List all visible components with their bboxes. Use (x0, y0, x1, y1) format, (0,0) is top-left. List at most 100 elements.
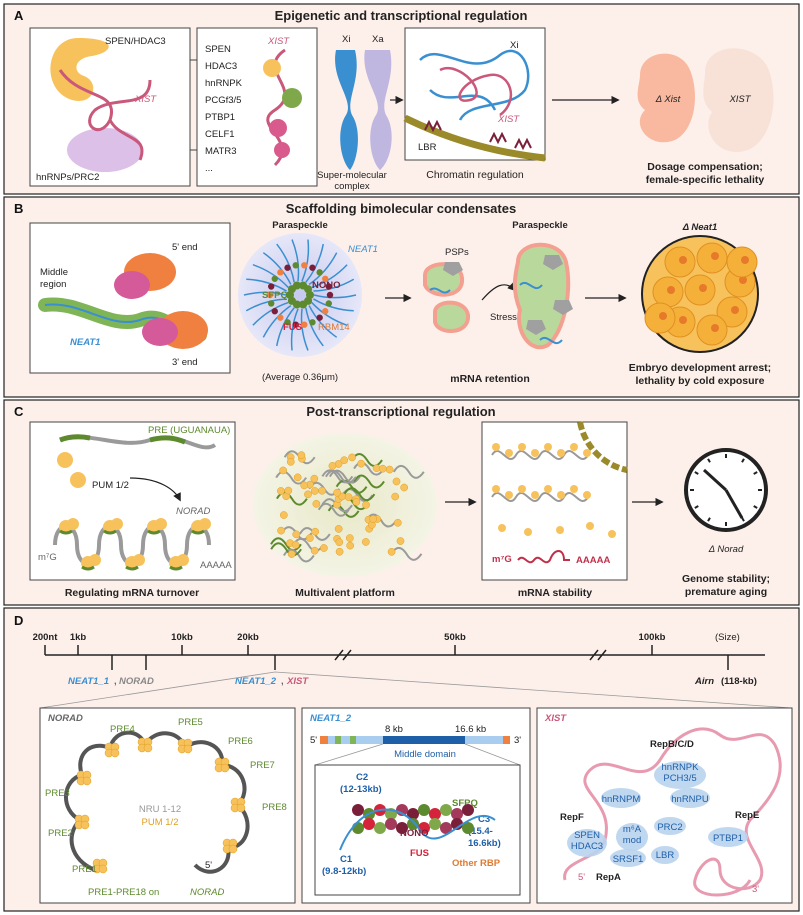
rbp-dot (462, 804, 474, 816)
cell-nucleus (739, 276, 747, 284)
repbcd-label: RepB/C/D (650, 739, 694, 750)
neat1-ray (290, 308, 299, 351)
sub-xist-title: XIST (544, 713, 567, 724)
pum-dot (557, 449, 565, 457)
cell-nucleus (731, 306, 739, 314)
pum-dot (335, 547, 344, 556)
pum-dot (286, 457, 295, 466)
bound-prc2b (274, 142, 290, 158)
xist-coat (439, 67, 512, 116)
polya2-label: AAAAA (576, 555, 610, 566)
neat1-ray (291, 239, 300, 282)
pum-dot (544, 443, 552, 451)
neat1-ray (276, 307, 295, 347)
clock-tick (753, 505, 758, 509)
protein-list-item: PCGf3/5 (205, 95, 241, 106)
pre1-label: PRE1 (72, 864, 97, 875)
c2-label-a: C2 (356, 772, 368, 783)
paraspeckle-neat1-rays (243, 239, 357, 351)
rbp-dot (352, 804, 364, 816)
rbp-dot (451, 808, 463, 820)
cell-nucleus (679, 256, 687, 264)
repf-label: RepF (560, 812, 584, 823)
spen-hdac3-shape (50, 38, 109, 101)
mrna-retention-caption: mRNA retention (450, 373, 530, 385)
delta-xist-label: Δ Xist (655, 94, 681, 105)
xist-small-label: XIST (267, 36, 290, 47)
xist-binding-protein (651, 846, 679, 864)
paraspeckle-protein-dot (325, 283, 332, 290)
pum-dot (334, 525, 343, 533)
pre-pum-cluster (236, 803, 246, 813)
pum-dot (357, 459, 365, 468)
pum-dot (310, 546, 319, 555)
clock-tick (707, 458, 711, 463)
panel-c: C Post-transcriptional regulation PRE (U… (3, 399, 800, 606)
kb16-label: 16.6 kb (455, 724, 486, 735)
pum-dot (320, 544, 328, 552)
paraspeckle2-label: Paraspeckle (512, 220, 567, 231)
rbp-dot (429, 818, 441, 830)
cell-nucleus (711, 252, 719, 260)
neat1-ray (243, 291, 287, 296)
norad-fragment (270, 542, 302, 557)
nucleus-edge (577, 421, 628, 473)
pum-unit (199, 518, 211, 530)
embryo-delta-xist (637, 53, 695, 143)
paraspeckle-protein-dot (284, 264, 291, 271)
norad-detail-box (39, 707, 296, 904)
pum-dot (492, 443, 500, 451)
norad-fragment (365, 513, 398, 528)
paraspeckle-protein-dot (268, 300, 275, 307)
xist-binding-protein (708, 827, 748, 847)
platform-caption: Multivalent platform (295, 587, 395, 599)
pum-dot (531, 491, 539, 499)
neat1-ray (252, 301, 289, 326)
pre-pum-cluster (183, 744, 193, 754)
free-pum (556, 526, 564, 534)
sub-neat1-title: NEAT1_2 (310, 713, 352, 724)
pum-dot (361, 538, 370, 546)
neat1-2-axis-label: NEAT1_2 (235, 676, 277, 687)
panel-a: A Epigenetic and transcriptional regulat… (3, 3, 800, 195)
panel-d-letter: D (14, 613, 23, 628)
pum-unit (155, 518, 167, 530)
neat1-ray (246, 278, 287, 292)
xist-five-label: 5' (578, 872, 585, 883)
paraspeckle-protein-dot (292, 321, 299, 328)
paraspeckle-protein-dot (292, 262, 299, 269)
c3-label-a: C3 (478, 814, 490, 825)
rbp-dot (462, 822, 474, 834)
stability-network (491, 443, 616, 538)
neat1-ray (252, 264, 289, 288)
middle-label-2: region (40, 279, 66, 290)
pre-pum-cluster (228, 844, 238, 854)
norad-fragment (390, 546, 423, 561)
pum-dot (396, 537, 405, 545)
neat1-protein-complex (339, 804, 496, 851)
paraspeckle-protein-dot (277, 314, 284, 321)
middle-label-1: Middle (40, 267, 68, 278)
pre-pum-cluster (98, 864, 108, 874)
panel-a-letter: A (14, 8, 24, 23)
middle-domain-bar (383, 736, 465, 744)
stability-caption: mRNA stability (518, 587, 592, 599)
protein-list-item: hnRNPK (205, 78, 243, 89)
neat1-ray (313, 294, 357, 299)
norad-pre-clusters (74, 737, 246, 874)
pum-dot (310, 474, 319, 483)
pum-dot (284, 486, 293, 495)
m7g-label: m⁷G (38, 552, 57, 563)
xi-chromosome (335, 50, 358, 170)
pum-dot (344, 493, 353, 502)
svg-text:,: , (281, 676, 284, 687)
pum-dot (277, 526, 285, 535)
panel-c-title: Post-transcriptional regulation (306, 404, 495, 419)
nuclear-lamina (403, 114, 546, 162)
pch-label: PCH3/5 (663, 773, 696, 784)
multivalent-platform (253, 433, 437, 577)
panel-b-title: Scaffolding bimolecular condensates (286, 201, 516, 216)
xa-label: Xa (372, 34, 384, 45)
